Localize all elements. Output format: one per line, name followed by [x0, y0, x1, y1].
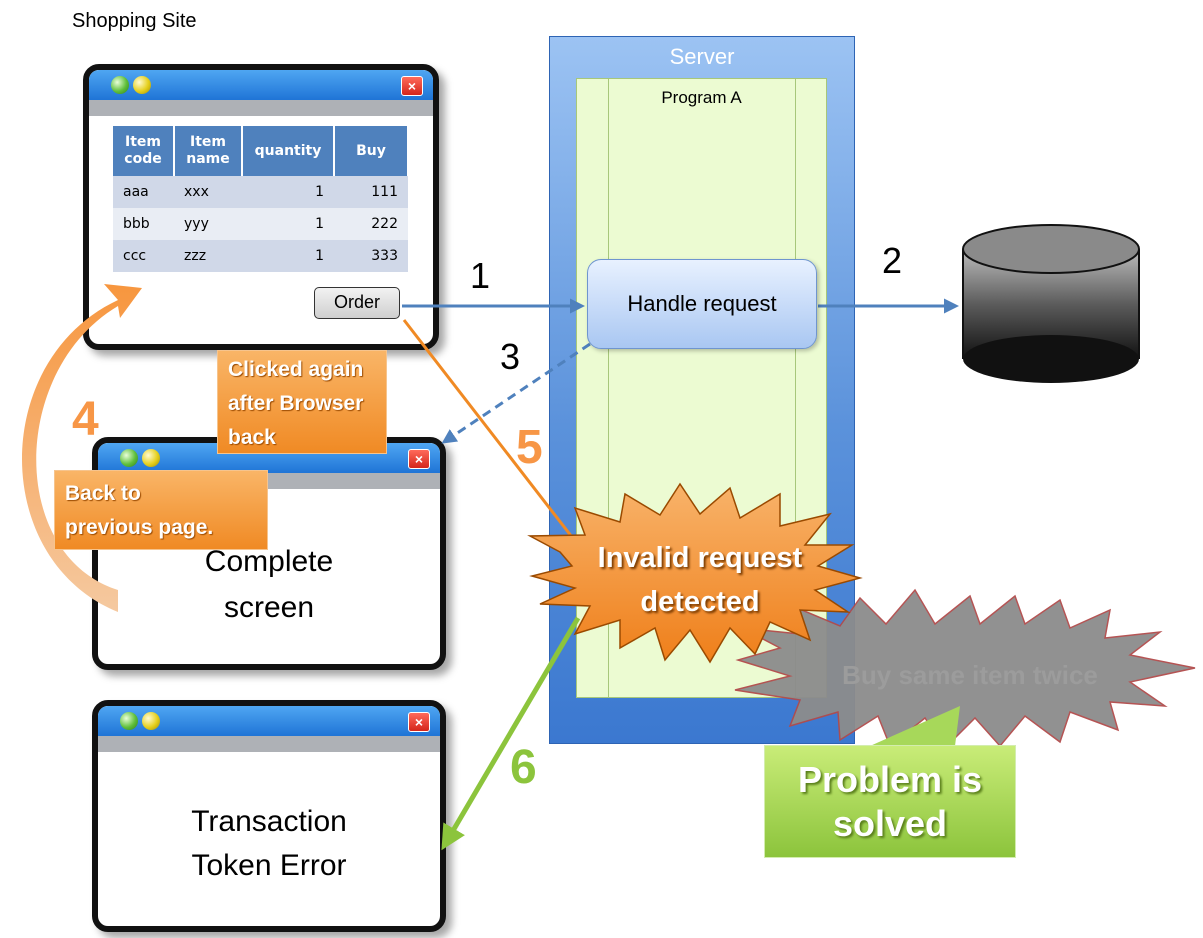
burst-line: Invalid request	[597, 542, 803, 574]
callout-line: back	[228, 426, 276, 449]
server-label: Server	[669, 44, 735, 69]
callout-line: Clicked again	[228, 358, 364, 381]
step-number-2: 2	[882, 240, 903, 281]
table-cell: zzz	[174, 240, 242, 272]
window-green-button-icon[interactable]	[120, 449, 138, 467]
complete-text-line: Complete	[204, 545, 334, 578]
invalid-request-text: Invalid request detected	[560, 536, 840, 624]
column-header: Item name	[174, 126, 243, 176]
step-number-4: 4	[72, 393, 99, 446]
program-divider	[608, 78, 609, 698]
table-cell: bbb	[113, 208, 174, 240]
order-button[interactable]: Order	[314, 287, 400, 319]
window-close-icon[interactable]: ×	[408, 449, 430, 469]
callout-line: previous page.	[65, 516, 214, 539]
arrow-6	[441, 616, 581, 851]
table-cell: aaa	[113, 176, 174, 208]
step-number-1: 1	[470, 255, 491, 296]
gray-burst-shape	[734, 588, 1196, 750]
window-close-icon[interactable]: ×	[408, 712, 430, 732]
window-yellow-button-icon[interactable]	[142, 712, 160, 730]
callout-line: after Browser	[228, 392, 364, 415]
window-toolbar	[89, 100, 433, 116]
table-cell: xxx	[174, 176, 242, 208]
table-cell: 111	[334, 176, 408, 208]
table-row: aaa xxx 1 111	[113, 176, 408, 208]
window-green-button-icon[interactable]	[120, 712, 138, 730]
invalid-burst-shape	[527, 482, 863, 664]
program-a-label: Program A	[661, 88, 742, 107]
table-cell: 1	[242, 240, 334, 272]
solved-line: Problem is	[797, 759, 983, 800]
error-window: × Transaction Token Error	[92, 700, 446, 932]
solved-line: solved	[832, 803, 948, 844]
window-toolbar	[98, 736, 440, 752]
database-icon	[962, 224, 1140, 383]
problem-solved-box: Problem is solved	[764, 745, 1016, 858]
error-text-line: Token Error	[191, 849, 347, 882]
column-header: Item code	[113, 126, 175, 176]
window-yellow-button-icon[interactable]	[142, 449, 160, 467]
table-cell: 222	[334, 208, 408, 240]
table-cell: 333	[334, 240, 408, 272]
window-green-button-icon[interactable]	[111, 76, 129, 94]
burst-line: detected	[640, 586, 760, 618]
callout-line: Back to	[65, 482, 141, 505]
items-table: Item code Item name quantity Buy aaa xxx…	[113, 126, 409, 272]
table-cell: 1	[242, 208, 334, 240]
window-close-icon[interactable]: ×	[401, 76, 423, 96]
clicked-again-callout: Clicked again after Browser back	[217, 350, 387, 454]
table-cell: ccc	[113, 240, 174, 272]
column-header: quantity	[242, 126, 335, 176]
program-divider	[795, 78, 796, 698]
column-header: Buy	[334, 126, 409, 176]
table-cell: 1	[242, 176, 334, 208]
solved-pointer	[870, 706, 960, 746]
table-header-row: Item code Item name quantity Buy	[113, 126, 409, 176]
page-title: Shopping Site	[72, 10, 197, 32]
error-text-line: Transaction	[191, 805, 347, 838]
handle-request-box: Handle request	[587, 259, 817, 349]
arrow-5	[402, 319, 584, 553]
step-number-5: 5	[516, 421, 543, 474]
complete-text-line: screen	[223, 591, 315, 624]
table-row: ccc zzz 1 333	[113, 240, 408, 272]
window-yellow-button-icon[interactable]	[133, 76, 151, 94]
table-row: bbb yyy 1 222	[113, 208, 408, 240]
back-arrow-4	[22, 284, 142, 612]
buy-twice-text: Buy same item twice	[842, 660, 1098, 690]
step-number-6: 6	[510, 741, 537, 794]
table-cell: yyy	[174, 208, 242, 240]
step-number-3: 3	[500, 336, 521, 377]
back-to-previous-callout: Back to previous page.	[54, 470, 268, 550]
